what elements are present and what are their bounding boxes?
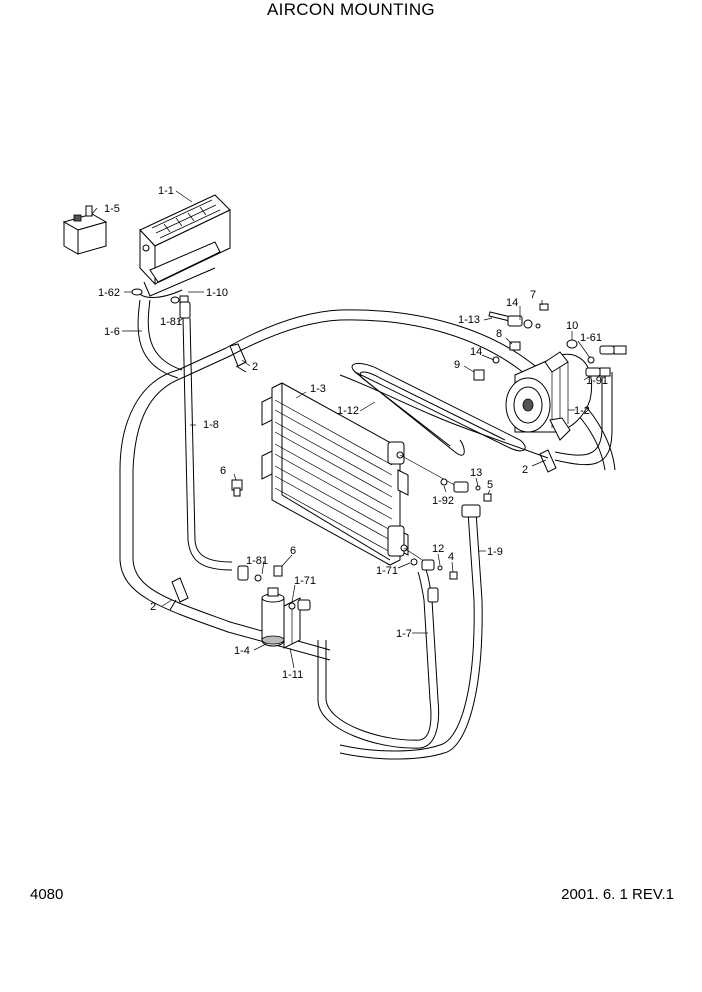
callout-10: 10 (566, 320, 578, 332)
callout-1-81-top: 1-81 (160, 316, 182, 328)
heater-unit-1-1 (137, 194, 231, 298)
callout-2-right: 2 (522, 464, 528, 476)
bolt-6-condenser (231, 479, 243, 497)
callout-1-5: 1-5 (104, 203, 120, 215)
callout-1-8: 1-8 (203, 419, 219, 431)
callout-14-mid: 14 (470, 346, 482, 358)
leader-lines (91, 190, 591, 669)
fitting-1-91 (585, 367, 611, 377)
bolt-4 (449, 571, 458, 580)
callout-6-bottom: 6 (290, 545, 296, 557)
clamp-2-left (169, 577, 189, 611)
page-title: AIRCON MOUNTING (267, 0, 435, 19)
page-number: 4080 (30, 886, 64, 903)
bolt-9 (473, 369, 485, 381)
washer-12 (437, 565, 443, 571)
washer-10 (566, 339, 578, 349)
fitting-1-71-left (288, 599, 311, 611)
callout-1-1: 1-1 (158, 185, 174, 197)
callout-1-2: 1-2 (574, 405, 590, 417)
fitting-1-61 (587, 345, 627, 364)
callout-7: 7 (530, 289, 536, 301)
clamp-2-right (539, 449, 557, 473)
callout-1-81-bottom: 1-81 (246, 555, 268, 567)
fitting-1-62 (131, 288, 143, 296)
callout-1-12: 1-12 (337, 405, 359, 417)
receiver-drier-1-4 (261, 587, 301, 649)
hose-1-7 (317, 569, 440, 749)
control-box-1-5 (62, 205, 108, 255)
callout-2-left: 2 (150, 601, 156, 613)
pipe-loop-2 (119, 309, 616, 661)
callout-1-7: 1-7 (396, 628, 412, 640)
condenser-1-3 (261, 382, 461, 566)
callout-1-92: 1-92 (432, 495, 454, 507)
callout-1-91: 1-91 (586, 375, 608, 387)
callout-1-3: 1-3 (310, 383, 326, 395)
callout-8: 8 (496, 328, 502, 340)
washer-13 (475, 485, 481, 491)
belt-1-12 (351, 363, 526, 456)
callout-1-9: 1-9 (487, 546, 503, 558)
callout-1-71-left: 1-71 (294, 575, 316, 587)
callout-1-11: 1-11 (282, 669, 303, 681)
compressor-1-2 (505, 351, 593, 441)
callout-14-top: 14 (506, 297, 518, 309)
clamp-2-top (229, 343, 247, 373)
bolt-7 (539, 303, 549, 311)
bolt-6-bottom (273, 565, 283, 577)
callout-1-71-right: 1-71 (376, 565, 398, 577)
callout-1-62: 1-62 (98, 287, 120, 299)
callout-1-10: 1-10 (206, 287, 228, 299)
callout-6-condenser: 6 (220, 465, 226, 477)
fitting-1-71-right (410, 558, 435, 571)
callout-13: 13 (470, 467, 482, 479)
bolt-5 (483, 493, 492, 502)
hose-1-8 (182, 317, 233, 571)
hose-1-6 (137, 299, 183, 379)
callout-1-4: 1-4 (234, 645, 250, 657)
callout-1-13: 1-13 (458, 314, 480, 326)
callout-1-6: 1-6 (104, 326, 120, 338)
hose-1-9 (339, 504, 483, 760)
callout-5: 5 (487, 479, 493, 491)
fitting-1-81-top (179, 301, 191, 319)
callout-1-61: 1-61 (580, 332, 602, 344)
revision-date: 2001. 6. 1 REV.1 (561, 886, 674, 903)
callout-12: 12 (432, 543, 444, 555)
bolt-1-13 (488, 311, 541, 329)
bolt-8 (509, 341, 521, 351)
callout-2-top: 2 (252, 361, 258, 373)
callout-9: 9 (454, 359, 460, 371)
washer-14 (492, 356, 500, 364)
fitting-1-92 (440, 478, 469, 493)
callout-4: 4 (448, 551, 454, 563)
fitting-1-81-bottom (237, 565, 262, 582)
